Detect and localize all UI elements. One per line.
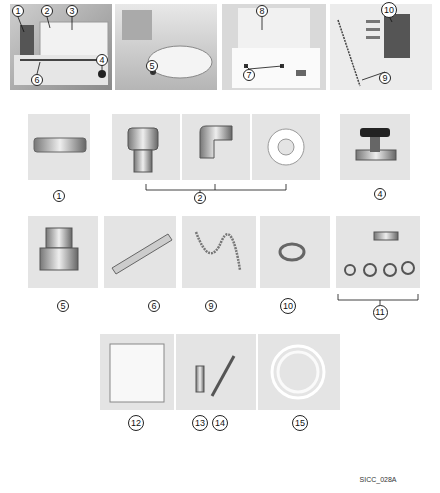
callout-number: 9 [379,72,391,84]
callout-text: 14 [215,419,225,428]
callout-number: 5 [57,300,69,312]
callout-text: 10 [283,302,293,311]
callout-text: 2 [44,7,49,16]
callout-text: 12 [131,419,141,428]
callout-text: 2 [197,194,202,203]
callout-number: 5 [146,60,158,72]
callout-text: 10 [384,6,394,15]
callout-number: 4 [96,54,108,66]
callout-number: 7 [243,69,255,81]
callout-number: 2 [41,5,53,17]
callout-number: 15 [292,415,308,431]
callout-text: 8 [259,7,264,16]
callout-text: 3 [69,7,74,16]
callout-number: 4 [374,188,386,200]
callout-text: 9 [208,302,213,311]
callout-text: 4 [99,56,104,65]
callout-text: 5 [149,62,154,71]
figure-code: SICC_028A [360,476,397,483]
callout-text: 9 [382,74,387,83]
callout-number: 13 [192,415,208,431]
callout-text: 11 [375,308,384,317]
callout-number: 10 [381,2,397,18]
callout-number: 6 [31,74,43,86]
callout-text: 1 [15,7,20,16]
callout-text: 15 [295,419,305,428]
callout-number: 2 [194,192,206,204]
callout-number: 6 [148,300,160,312]
callout-number: 8 [256,5,268,17]
callout-text: 13 [195,419,205,428]
callout-number: 11 [373,305,388,320]
callout-number: 1 [12,5,24,17]
callout-number: 10 [280,298,296,314]
callout-text: 6 [151,302,156,311]
callout-number: 9 [205,300,217,312]
callout-text: 6 [34,76,39,85]
callout-number: 14 [212,415,228,431]
callout-number: 3 [66,5,78,17]
callout-number: 1 [53,190,65,202]
callout-text: 1 [56,192,61,201]
callout-number: 12 [128,415,144,431]
callout-text: 5 [60,302,65,311]
callout-text: 4 [377,190,382,199]
callout-text: 7 [246,71,251,80]
